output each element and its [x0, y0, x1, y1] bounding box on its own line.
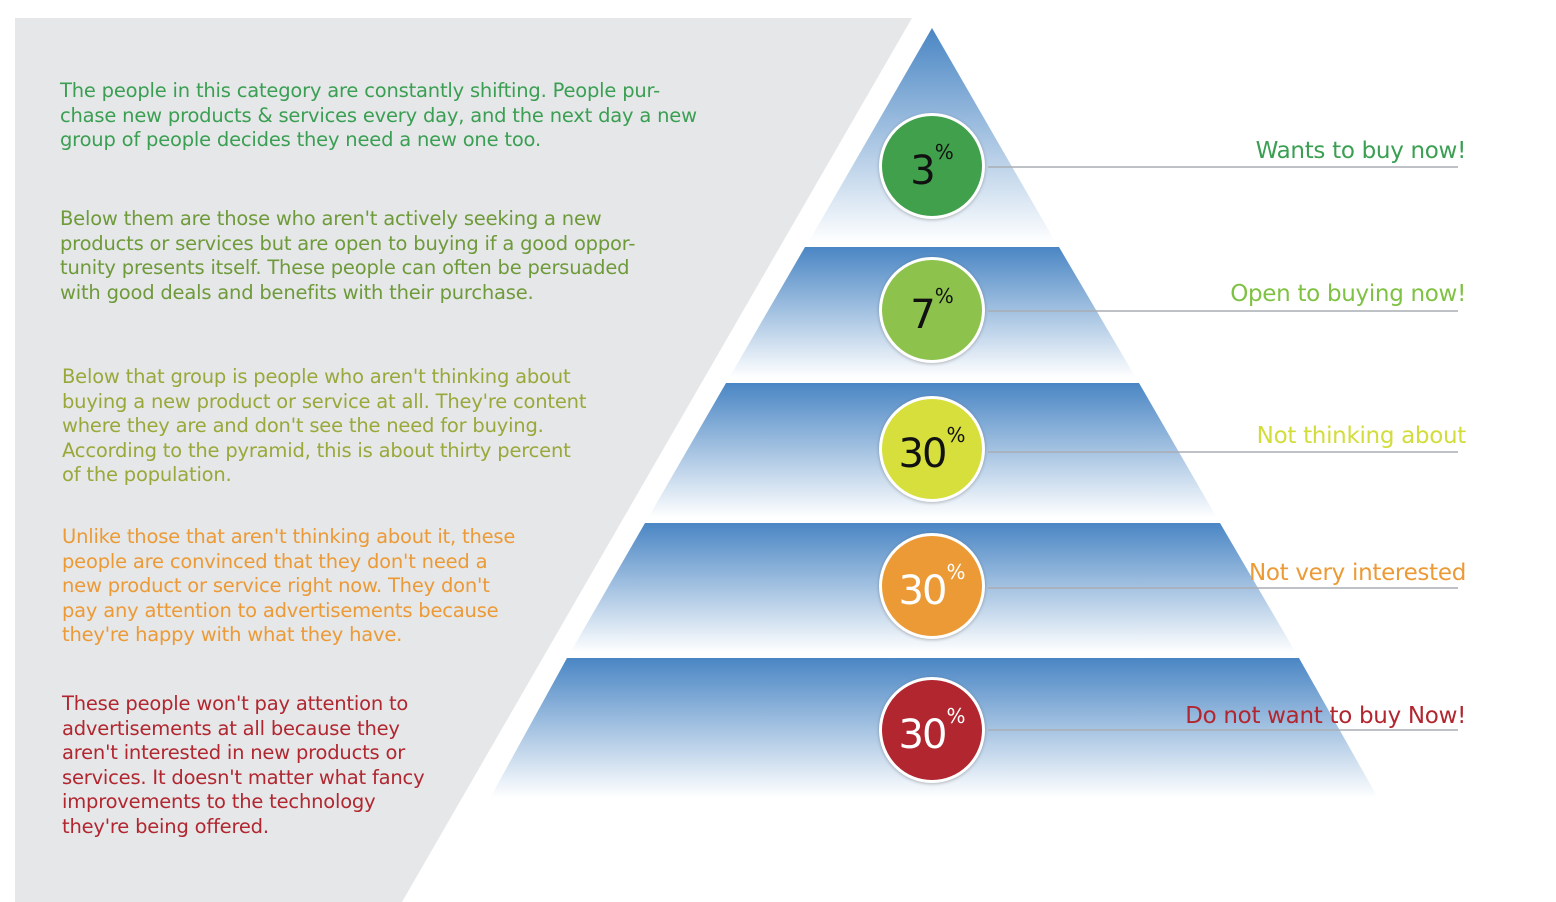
tier-3-percent-value: 30: [898, 431, 948, 477]
tier-2-percent-sign: %: [934, 284, 954, 308]
tier-3-label: Not thinking about: [1256, 423, 1467, 449]
tier-1-description: The people in this category are constant…: [60, 79, 697, 152]
tier-5-percent-sign: %: [946, 704, 966, 728]
tier-5-badge: 30%: [879, 677, 985, 783]
tier-3-percent-sign: %: [946, 423, 966, 447]
tier-2-description: Below them are those who aren't actively…: [60, 207, 636, 304]
tier-3-description: Below that group is people who aren't th…: [62, 365, 587, 487]
tier-4-badge: 30%: [879, 533, 985, 639]
tier-3-badge: 30%: [879, 396, 985, 502]
tier-4-percent-value: 30: [898, 568, 948, 614]
tier-4-label: Not very interested: [1248, 560, 1466, 586]
tier-5-label: Do not want to buy Now!: [1185, 703, 1466, 729]
tier-1-label: Wants to buy now!: [1255, 138, 1467, 164]
tier-4-description: Unlike those that aren't thinking about …: [62, 525, 516, 647]
tier-5-percent-value: 30: [898, 712, 948, 758]
tier-5-description: These people won't pay attention to adve…: [62, 692, 425, 838]
tier-2-badge: 7%: [879, 257, 985, 363]
tier-2-label: Open to buying now!: [1230, 281, 1466, 307]
tier-4-percent-sign: %: [946, 560, 966, 584]
tier-1-percent-value: 3: [910, 148, 935, 194]
tier-1-badge: 3%: [879, 113, 985, 219]
description-panel: [15, 18, 912, 902]
tier-2-percent-value: 7: [910, 292, 935, 338]
tier-1-percent-sign: %: [934, 140, 954, 164]
